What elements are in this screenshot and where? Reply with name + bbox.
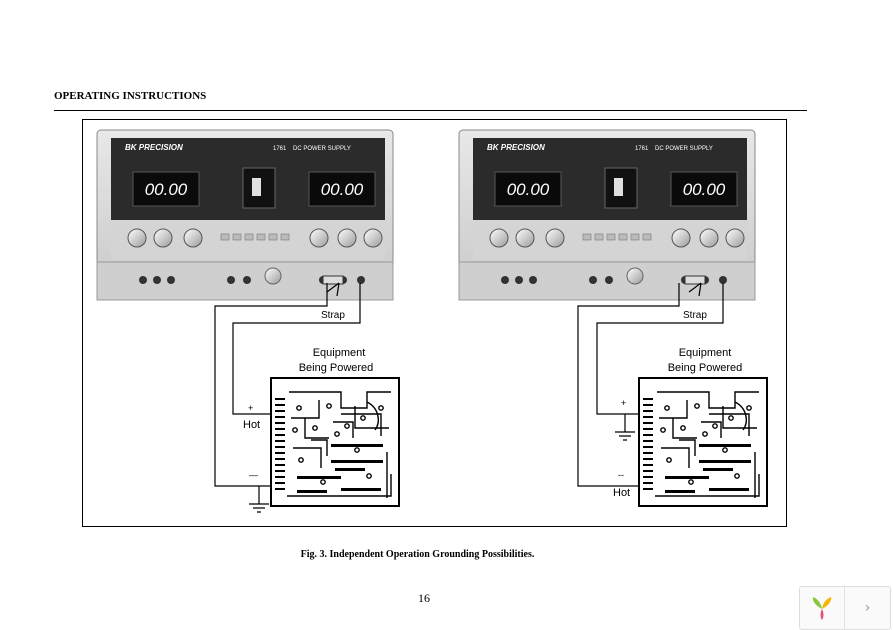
page-number: 16: [418, 591, 430, 605]
display-left: 00.00: [507, 180, 550, 199]
figure-illustration: BK PRECISION 1761 DC POWER SUPPLY 00.00 …: [96, 129, 768, 513]
hot-label: Hot: [243, 419, 260, 431]
brand-label: BK PRECISION: [487, 143, 545, 152]
display-right: 00.00: [321, 180, 364, 199]
product-label: DC POWER SUPPLY: [293, 146, 351, 152]
minus-label: —: [249, 470, 258, 480]
page-nav-widget: ›: [799, 586, 891, 630]
display-right: 00.00: [683, 180, 726, 199]
panel-right: BK PRECISION 1761 DC POWER SUPPLY 00.00 …: [458, 129, 756, 301]
strap-label: Strap: [321, 310, 345, 321]
model-label: 1761: [635, 146, 649, 152]
wiring-right: [577, 282, 724, 487]
plus-label: +: [621, 398, 626, 408]
brand-label: BK PRECISION: [125, 143, 183, 152]
model-label: 1761: [273, 146, 287, 152]
equipment-label: Being Powered: [668, 362, 743, 374]
figure-frame: BK PRECISION 1761 DC POWER SUPPLY 00.00 …: [82, 119, 787, 527]
minus-label: --: [618, 470, 624, 480]
panel-left: BK PRECISION 1761 DC POWER SUPPLY 00.00 …: [96, 129, 394, 301]
strap-label: Strap: [683, 310, 707, 321]
section-title: OPERATING INSTRUCTIONS: [54, 90, 207, 102]
display-left: 00.00: [145, 180, 188, 199]
header-rule: [54, 110, 807, 111]
equipment-label: Equipment: [313, 347, 366, 359]
yiqi-logo-icon[interactable]: [800, 587, 845, 629]
chevron-right-icon[interactable]: ›: [864, 600, 871, 616]
pcb-board: [638, 377, 768, 507]
product-label: DC POWER SUPPLY: [655, 146, 713, 152]
pcb-board: [270, 377, 400, 507]
wiring-left: [214, 282, 361, 513]
figure-caption: Fig. 3. Independent Operation Grounding …: [300, 549, 535, 560]
equipment-label: Being Powered: [299, 362, 374, 374]
hot-label: Hot: [613, 487, 630, 499]
plus-label: +: [248, 403, 253, 413]
equipment-label: Equipment: [679, 347, 732, 359]
